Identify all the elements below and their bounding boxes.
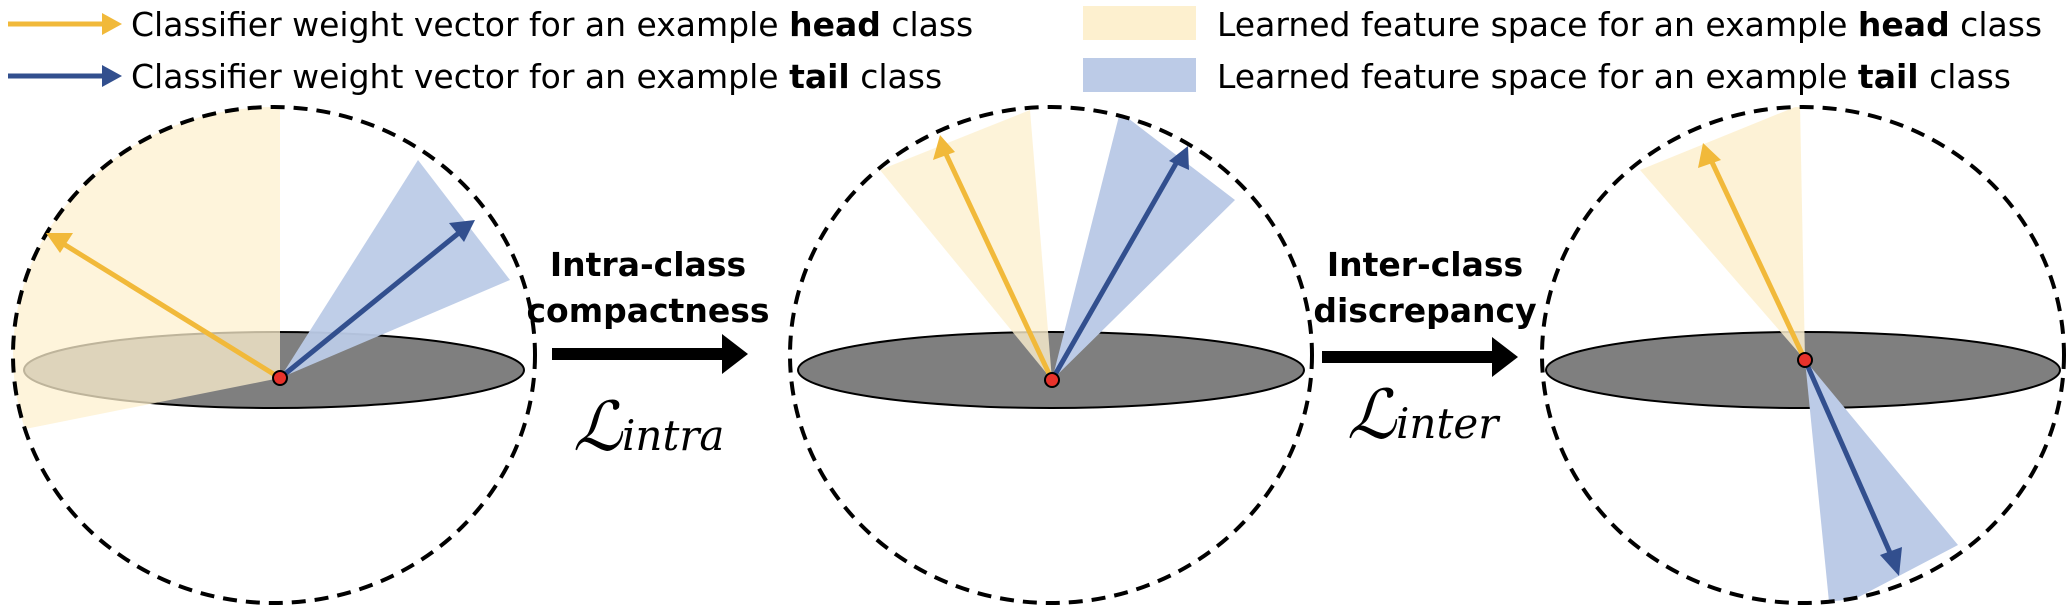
head-feature-region (880, 110, 1052, 380)
origin-point (1797, 352, 1813, 368)
step-title-line2: compactness (526, 291, 769, 330)
sphere-outline (1540, 105, 2066, 605)
legend-item-tail-region: Learned feature space for an example tai… (1083, 57, 2011, 96)
origin-point (272, 370, 288, 386)
head-weight-arrowhead-icon (1698, 143, 1721, 168)
legend-item-tail-weight: Classifier weight vector for an example … (8, 57, 942, 96)
tail-weight-arrowhead-icon (1169, 146, 1189, 170)
loss-intra: ℒintra (573, 388, 724, 467)
head-weight-arrowhead-icon (46, 233, 73, 253)
step-inter-class: Inter-class discrepancy ℒinter (1313, 245, 1536, 455)
panel-after-intra-class-compactness (788, 105, 1314, 605)
head-weight-arrow (60, 240, 282, 381)
panel-after-inter-class-discrepancy (1540, 105, 2066, 605)
sphere-outline (11, 105, 537, 605)
tail-weight-arrow (278, 230, 462, 380)
loss-inter: ℒinter (1347, 376, 1501, 455)
head-arrowhead-icon (102, 13, 122, 35)
tail-weight-arrowhead-icon (1880, 547, 1902, 576)
head-region-swatch (1083, 6, 1196, 40)
origin-point (1044, 372, 1060, 388)
head-feature-region (1640, 107, 1805, 360)
legend-label-head-weight: Classifier weight vector for an example … (131, 5, 973, 44)
legend-label-tail-weight: Classifier weight vector for an example … (131, 57, 942, 96)
panel-initial (11, 105, 537, 605)
sphere-outline (788, 105, 1314, 605)
tail-weight-arrow (1802, 358, 1894, 557)
step-title-line1: Intra-class (550, 245, 746, 284)
legend: Classifier weight vector for an example … (8, 5, 2042, 96)
legend-label-head-region: Learned feature space for an example hea… (1217, 5, 2042, 44)
tail-weight-arrowhead-icon (449, 220, 475, 242)
tail-arrowhead-icon (102, 65, 122, 87)
step-intra-class: Intra-class compactness ℒintra (526, 245, 769, 467)
head-weight-arrow (942, 150, 1055, 382)
tail-feature-region (1805, 360, 1958, 603)
step-arrowhead-icon (1492, 337, 1518, 377)
head-weight-arrowhead-icon (933, 135, 955, 160)
step-arrowhead-icon (722, 334, 748, 374)
tail-region-swatch (1083, 58, 1196, 92)
legend-item-head-weight: Classifier weight vector for an example … (8, 5, 973, 44)
step-title-line1: Inter-class (1327, 245, 1523, 284)
tail-feature-region (1052, 112, 1235, 380)
tail-weight-arrow (1049, 158, 1181, 382)
step-title-line2: discrepancy (1313, 291, 1536, 330)
legend-item-head-region: Learned feature space for an example hea… (1083, 5, 2042, 44)
tail-feature-region (280, 160, 510, 378)
legend-label-tail-region: Learned feature space for an example tai… (1217, 57, 2011, 96)
head-weight-arrow (1708, 158, 1808, 362)
